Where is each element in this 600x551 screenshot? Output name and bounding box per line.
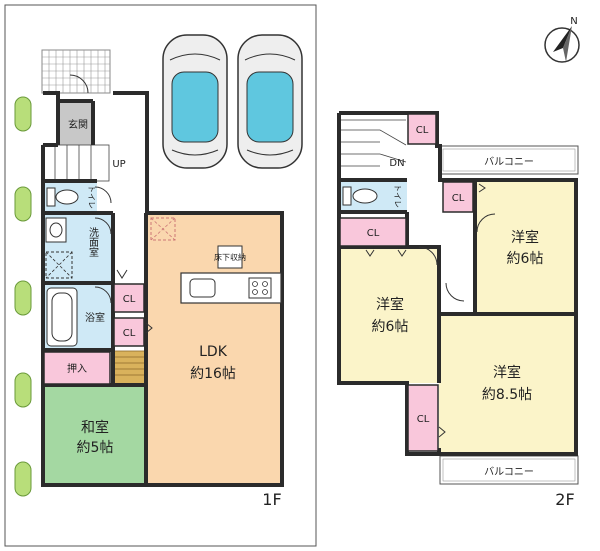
closet-1f-b [113, 317, 145, 347]
balcony-bottom-label: バルコニー [484, 466, 534, 478]
kitchen-counter [180, 272, 282, 304]
closet-1f-a [113, 283, 145, 313]
ldk-size: 約16帖 [190, 366, 236, 382]
dn-label: DN [389, 158, 404, 169]
room-a-size: 約6帖 [507, 251, 544, 267]
closet-1f-a-label: CL [123, 294, 136, 305]
walls-1f [41, 91, 284, 487]
north-arrow-tail-icon [563, 26, 572, 62]
washitsu-name: 和室 [81, 419, 109, 436]
room-a-area [475, 180, 576, 314]
floor-1-label: 1F [262, 490, 281, 509]
room-c-area [439, 314, 576, 454]
ldk-area [147, 213, 282, 485]
toilet-label-1f: トイレ [87, 185, 96, 209]
room-c-size: 約8.5帖 [482, 387, 532, 403]
toilet-label-2f: トイレ [393, 184, 402, 208]
doors-2f [365, 183, 496, 438]
closet-1f-b-label: CL [123, 328, 136, 339]
storage-label: 押入 [67, 362, 87, 375]
shrub-5 [14, 461, 32, 497]
walls-2f [337, 111, 578, 456]
shrub-4 [14, 372, 32, 408]
floor-1: 玄関 UP トイレ 洗面室 浴室 CL CL 押入 LDK 約16帖 床下収納 … [4, 4, 317, 547]
room-b-name: 洋室 [376, 296, 404, 313]
balcony-top-label: バルコニー [484, 156, 534, 168]
washroom-label: 洗面室 [87, 227, 99, 257]
compass: N [544, 16, 580, 63]
stair-storage [112, 350, 146, 385]
porch-tiles [41, 49, 111, 94]
toilet-fixture [46, 187, 79, 207]
closet-2f-top-label: CL [416, 125, 429, 136]
under-floor-label: 床下収納 [214, 252, 246, 262]
under-floor-storage [217, 245, 243, 269]
shrubs [14, 96, 32, 497]
closet-2f-low-label: CL [417, 414, 430, 425]
shrub-2 [14, 186, 32, 222]
floor-2-label: 2F [555, 490, 574, 509]
stairs-2f [339, 119, 407, 167]
closet-2f-mid-label: CL [367, 228, 380, 239]
up-label: UP [112, 159, 125, 170]
washitsu-area [43, 386, 146, 485]
washer-space [45, 251, 73, 279]
closet-2f-hall [442, 181, 474, 213]
stairs-1f [42, 144, 110, 182]
entrance-area [58, 101, 93, 145]
washitsu-size: 約5帖 [77, 440, 114, 456]
car-left [162, 34, 228, 169]
closet-2f-top [407, 113, 437, 145]
room-a-name: 洋室 [511, 229, 539, 246]
balcony-top [439, 145, 579, 175]
closet-2f-mid [339, 217, 407, 247]
shrub-3 [14, 280, 32, 316]
entrance-label: 玄関 [68, 118, 88, 131]
car-right [237, 34, 303, 169]
shrub-1 [14, 96, 32, 132]
floor-2: DN トイレ CL CL CL CL バルコニー バルコニー 洋室 約6帖 洋室… [337, 111, 579, 509]
washbasin [45, 217, 67, 243]
closet-2f-low [407, 384, 439, 452]
north-arrow-icon [553, 26, 572, 52]
room-b-area [339, 247, 439, 383]
site-boundary [4, 4, 317, 547]
doors-1f [69, 74, 153, 334]
storage-1f [43, 351, 111, 385]
bath-label: 浴室 [85, 311, 105, 324]
closet-2f-hall-label: CL [452, 193, 465, 204]
compass-north-label: N [570, 16, 577, 27]
ceiling-vent-symbol [150, 217, 176, 241]
room-b-size: 約6帖 [372, 319, 409, 335]
bathtub [46, 287, 78, 347]
room-c-name: 洋室 [493, 364, 521, 381]
toilet-fixture-2f [342, 186, 378, 206]
ldk-name: LDK [199, 344, 228, 360]
